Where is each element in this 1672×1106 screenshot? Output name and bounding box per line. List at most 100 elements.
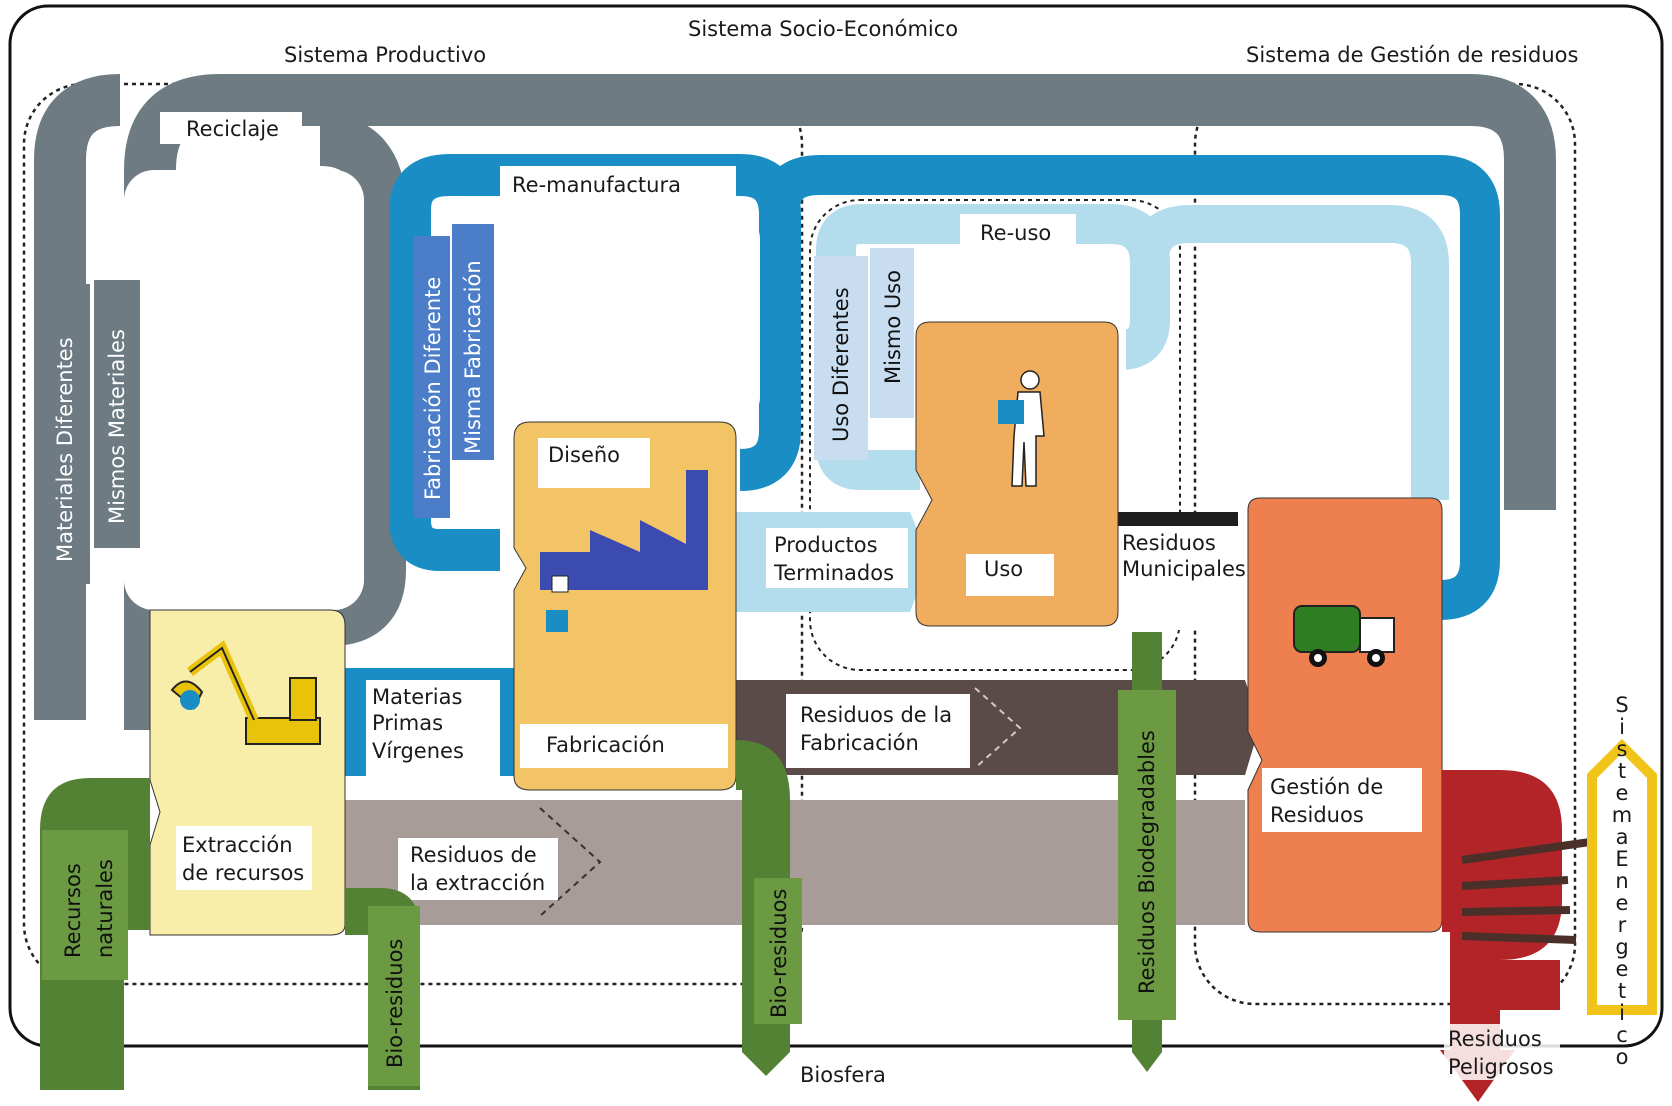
gestion-label-1: Gestión de (1270, 775, 1383, 799)
res-fabricacion-label-2: Fabricación (800, 731, 919, 755)
materias-label-3: Vírgenes (372, 739, 464, 763)
waste-management-box (1247, 497, 1443, 933)
bio-residuos-1-bg (368, 906, 420, 1086)
mismos-materiales-tag (94, 280, 140, 548)
extraction-waste-chevron (539, 807, 602, 917)
materiales-diferentes-label: Materiales Diferentes (53, 337, 77, 562)
mismo-uso-tag (870, 248, 914, 418)
municipal-label-2: Municipales (1122, 557, 1246, 581)
peligrosos-label-bg (1444, 1024, 1560, 1080)
reciclaje-label: Reciclaje (186, 117, 279, 141)
socio-economic-title: Sistema Socio-Económico (688, 17, 958, 41)
res-extraccion-label-bg (398, 838, 558, 900)
energy-system-letter: m (1612, 803, 1632, 827)
excavator-icon (170, 640, 321, 745)
energy-system-arrow (1587, 738, 1657, 1015)
energy-system-letter: t (1618, 979, 1626, 1003)
biodegradables-bg (1118, 690, 1176, 1020)
recycling-loop (124, 74, 1556, 730)
socio-economic-frame (8, 4, 1664, 1048)
materias-label-bg (366, 680, 500, 776)
energy-system-letter: a (1616, 825, 1629, 849)
res-fabricacion-label-1: Residuos de la (800, 703, 952, 727)
reciclaje-label-bg (160, 112, 302, 144)
recursos-label-1: Recursos (61, 863, 85, 958)
extraccion-label-1: Extracción (182, 833, 293, 857)
municipal-label-bg (1118, 526, 1258, 630)
materias-label-1: Materias (372, 685, 462, 709)
energy-system-letter: c (1616, 1023, 1628, 1047)
productos-label-1: Productos (774, 533, 878, 557)
fabricacion-diferente-tag (414, 236, 450, 518)
energy-system-letter: E (1615, 847, 1628, 871)
energy-system-letter: e (1616, 957, 1629, 981)
diseno-label: Diseño (548, 443, 620, 467)
uso-diferentes-tag (814, 256, 868, 460)
res-extraccion-label-2: la extracción (410, 871, 545, 895)
biodegradables-label: Residuos Biodegradables (1135, 730, 1159, 994)
diseno-label-bg (538, 438, 650, 488)
recycling-loop-inner (318, 114, 406, 646)
fabrication-box (513, 421, 737, 791)
energy-system-letter: r (1618, 913, 1627, 937)
reuse-loop-outer (1131, 205, 1449, 500)
energy-system-letter: i (1619, 715, 1625, 739)
materias-label-2: Primas (372, 711, 443, 735)
waste-system-title: Sistema de Gestión de residuos (1246, 43, 1578, 67)
uso-label-bg (966, 554, 1054, 596)
peligrosos-label-2: Peligrosos (1448, 1055, 1554, 1079)
municipal-label-1: Residuos (1122, 531, 1216, 555)
gestion-label-bg (1262, 768, 1422, 832)
energy-system-letter: g (1615, 935, 1628, 959)
use-region-frame (809, 199, 1181, 671)
fabricacion-diferente-label: Fabricación Diferente (421, 277, 445, 500)
energy-system-letter: S (1615, 693, 1628, 717)
energy-system-letter: e (1616, 781, 1629, 805)
energy-coil-icon (1461, 838, 1591, 944)
bio-residuos-2-label: Bio-residuos (767, 889, 791, 1018)
mismos-materiales-label: Mismos Materiales (105, 329, 129, 524)
bio-residuos-2-bg (754, 878, 802, 1024)
reuso-label-bg (960, 214, 1076, 252)
extraccion-label-bg (176, 826, 312, 890)
energy-system-letter: o (1616, 1045, 1629, 1069)
extraccion-label-2: de recursos (182, 861, 304, 885)
res-extraccion-label-1: Residuos de (410, 843, 537, 867)
energy-system-letter: i (1619, 1001, 1625, 1025)
res-fabricacion-label-bg (786, 694, 970, 768)
misma-fabricacion-tag (452, 224, 494, 460)
uso-label: Uso (984, 557, 1023, 581)
remanufacture-loop-outer (760, 155, 1500, 620)
productos-label-bg (766, 528, 908, 588)
person-icon (998, 370, 1045, 487)
energy-system-letter: t (1618, 759, 1626, 783)
garbage-truck-icon (1293, 605, 1395, 667)
misma-fabricacion-label: Misma Fabricación (461, 260, 485, 454)
uso-diferentes-label: Uso Diferentes (829, 287, 853, 442)
fabricacion-label-bg (520, 724, 728, 768)
energy-system-letter: e (1616, 891, 1629, 915)
gestion-label-2: Residuos (1270, 803, 1364, 827)
energy-system-letter: n (1615, 869, 1628, 893)
productos-label-2: Terminados (773, 561, 894, 585)
remanufactura-label: Re-manufactura (512, 173, 681, 197)
biosfera-label: Biosfera (800, 1063, 886, 1087)
reuso-label: Re-uso (980, 221, 1051, 245)
recursos-label-bg (42, 830, 128, 980)
remanufactura-label-bg (500, 166, 736, 204)
productive-system-title: Sistema Productivo (284, 43, 486, 67)
factory-icon (540, 470, 708, 632)
energy-system-letter: s (1617, 737, 1628, 761)
recycling-loop-left (34, 74, 122, 720)
materiales-diferentes-tag (36, 284, 90, 584)
fabricacion-label: Fabricación (546, 733, 665, 757)
recycling-loop-inner-white (124, 170, 364, 610)
bio-residuos-1-label: Bio-residuos (383, 939, 407, 1068)
mismo-uso-label: Mismo Uso (881, 270, 905, 384)
remanufacture-inner-white (498, 218, 760, 418)
peligrosos-label-1: Residuos (1448, 1027, 1542, 1051)
recursos-label-2: naturales (93, 859, 117, 958)
fabrication-waste-chevron (974, 687, 1022, 769)
